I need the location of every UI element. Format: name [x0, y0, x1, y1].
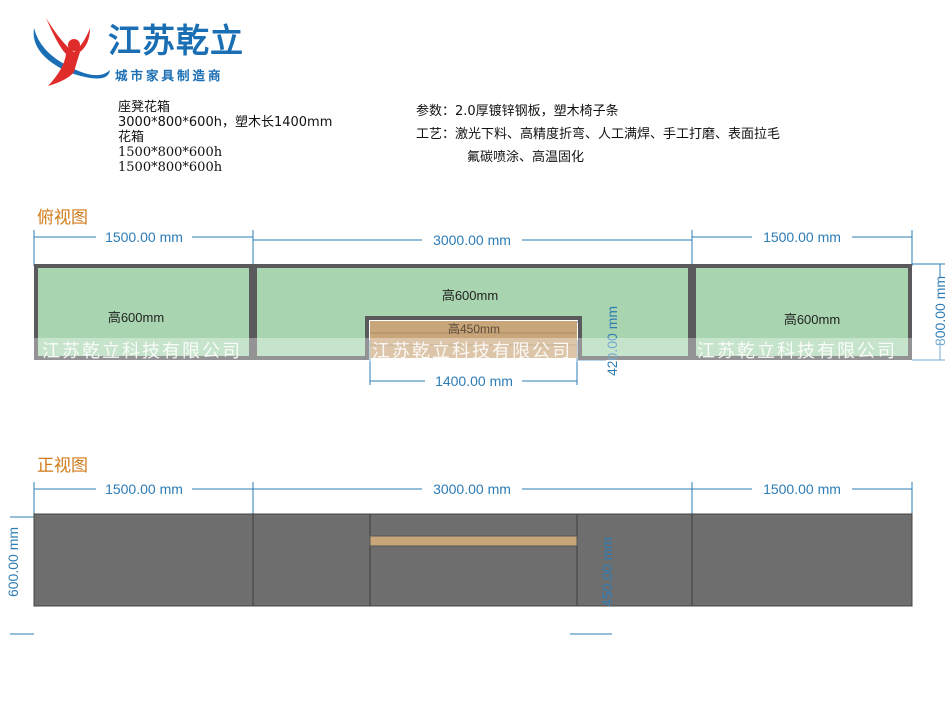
spec-line: 座凳花箱: [118, 100, 171, 115]
watermark-text: 江苏乾立科技有限公司: [42, 341, 242, 361]
left-planter-top: [34, 264, 253, 360]
watermark-band: [0, 338, 950, 362]
left-height-label: 高600mm: [108, 310, 164, 325]
right-planter-top: [692, 264, 912, 360]
middle-height-label: 高600mm: [442, 288, 498, 303]
top-dim-middle: 3000.00 mm: [433, 232, 511, 248]
watermark-text: 江苏乾立科技有限公司: [372, 341, 572, 361]
spec-line: 1500*800*600h: [118, 145, 223, 160]
depth-dim: 800.00 mm: [932, 276, 948, 346]
material-text: 参数：2.0厚镀锌钢板，塑木椅子条: [416, 104, 619, 119]
bench-height-label: 高450mm: [448, 321, 500, 336]
process-text-cont: 氟碳喷涂、高温固化: [467, 150, 585, 165]
front-dim-left: 1500.00 mm: [105, 481, 183, 497]
spec-line: 3000*800*600h，塑木长1400mm: [118, 115, 333, 130]
logo-tagline: 城市家具制造商: [115, 68, 224, 83]
top-view-title: 俯视图: [37, 208, 88, 228]
logo-name: 江苏乾立: [108, 21, 244, 60]
logo-emblem-icon: [33, 18, 110, 86]
bench-planter-top: [253, 264, 692, 360]
process-text: 工艺：激光下料、高精度折弯、人工满焊、手工打磨、表面拉毛: [416, 127, 781, 142]
top-dim-right: 1500.00 mm: [763, 229, 841, 245]
watermark-text: 江苏乾立科技有限公司: [697, 341, 897, 361]
top-dimension-lines: [33, 230, 945, 385]
spec-line: 花箱: [118, 130, 145, 145]
bench-wood-top: [370, 321, 577, 358]
bench-wood-front: [369, 535, 578, 547]
bench-depth-dim: 420.00 mm: [604, 306, 620, 376]
spec-block: 座凳花箱 3000*800*600h，塑木长1400mm 花箱 1500*800…: [118, 100, 332, 175]
spec-line: 1500*800*600h: [118, 160, 223, 175]
front-dimension-lines: [10, 482, 913, 635]
params-block: 参数：2.0厚镀锌钢板，塑木椅子条 工艺：激光下料、高精度折弯、人工满焊、手工打…: [416, 100, 780, 169]
right-height-label: 高600mm: [784, 312, 840, 327]
top-dim-left: 1500.00 mm: [105, 229, 183, 245]
front-dim-middle: 3000.00 mm: [433, 481, 511, 497]
bench-height-dim: 450.00 mm: [599, 537, 615, 607]
front-body: [33, 513, 913, 607]
height-dim: 600.00 mm: [5, 527, 21, 597]
bench-width-dim: 1400.00 mm: [435, 373, 513, 389]
front-dim-right: 1500.00 mm: [763, 481, 841, 497]
front-view-title: 正视图: [37, 456, 88, 476]
